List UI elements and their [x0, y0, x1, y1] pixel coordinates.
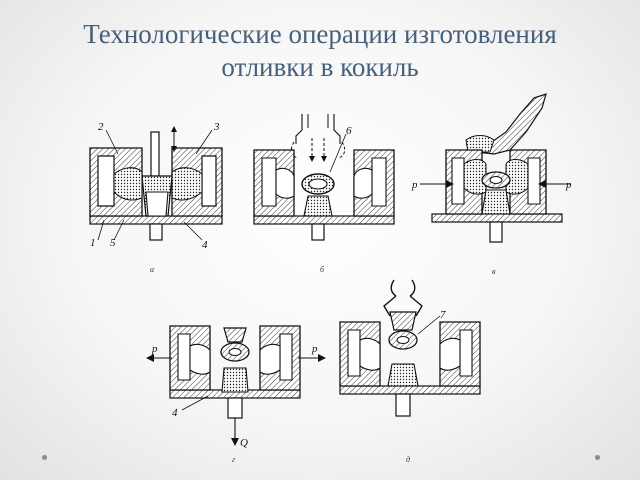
title-line-1: Технологические операции изготовления [83, 19, 557, 49]
label-6: 6 [346, 125, 352, 137]
figure-a: 2 3 1 5 4 а [84, 121, 234, 282]
label-5: 5 [110, 237, 116, 249]
caption-b: б [320, 265, 325, 274]
title-line-2: отливки в кокиль [221, 52, 419, 82]
caption-d: д [406, 455, 410, 464]
label-1: 1 [90, 237, 96, 249]
caption-v: в [492, 267, 496, 276]
slide-dot-right [595, 455, 600, 460]
label-q: Q [240, 437, 248, 449]
label-4: 4 [202, 239, 208, 251]
figure-g: p p 4 Q г [146, 320, 328, 468]
label-3: 3 [213, 121, 220, 133]
figure-b: 6 б [250, 112, 398, 282]
label-7: 7 [440, 309, 446, 321]
figure-d-drawing: 7 д [339, 279, 481, 464]
slide-dot-left [42, 455, 47, 460]
slide-title: Технологические операции изготовления от… [0, 18, 640, 84]
caption-a: а [150, 265, 154, 274]
label-p-left: p [411, 179, 418, 191]
figure-v: p p в [406, 92, 576, 282]
figure-a-drawing: 2 3 1 5 4 а [89, 121, 223, 274]
figure-v-drawing: p p в [411, 93, 572, 276]
figure-d: 7 д [336, 276, 486, 468]
label-4: 4 [172, 407, 178, 419]
label-p-right: p [565, 179, 572, 191]
figure-g-drawing: p p 4 Q г [146, 325, 326, 464]
label-p-right: p [311, 343, 318, 355]
figure-b-drawing: 6 б [253, 114, 395, 274]
label-2: 2 [98, 121, 104, 133]
label-p-left: p [151, 343, 158, 355]
caption-g: г [232, 455, 235, 464]
